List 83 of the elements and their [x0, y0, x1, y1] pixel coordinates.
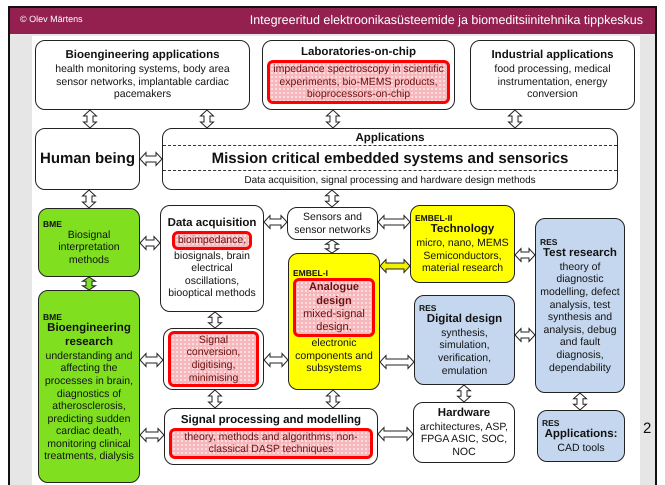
group-tag: EMBEL-II — [415, 213, 452, 224]
process-box — [470, 40, 635, 110]
node-heading: Digital design — [426, 313, 502, 327]
double-arrow — [199, 109, 215, 129]
node-text: CAD tools — [557, 442, 605, 454]
process-box — [35, 128, 140, 190]
highlighted-text: impedance spectroscopy in scientific experiments, bio-MEMS products, bioprocessors-on-chip — [267, 60, 450, 104]
process-box — [287, 207, 378, 240]
node-text: health monitoring systems, body area sensor networks, implantable cardiac pacemakers — [54, 63, 231, 101]
node-text: biosignals, brain electrical oscillations, biooptical methods — [167, 250, 257, 300]
double-arrow — [325, 109, 341, 129]
double-arrow — [82, 109, 98, 129]
node-text: Mission critical embedded systems and sensorics — [163, 145, 617, 171]
double-arrow — [263, 214, 288, 230]
page-number: 2 — [643, 420, 652, 437]
process-box — [413, 402, 515, 463]
group-tag: BME — [43, 218, 62, 229]
double-arrow — [377, 426, 414, 442]
double-arrow — [139, 235, 161, 251]
process-box — [288, 253, 380, 390]
copyright-note: © Olev Märtens — [20, 14, 83, 24]
double-arrow — [139, 352, 164, 368]
node-heading: Laboratories-on-chip — [300, 46, 416, 60]
node-heading: Data acquisition — [168, 217, 256, 231]
group-tag: RES — [542, 418, 560, 428]
group-tag: RES — [540, 236, 558, 248]
node-text: Sensors and sensor networks — [293, 210, 372, 236]
process-box — [410, 205, 515, 283]
double-arrow — [456, 384, 472, 403]
node-text: electronic components and subsystems — [294, 337, 374, 375]
double-arrow — [207, 311, 223, 329]
process-box — [35, 40, 250, 110]
double-arrow — [80, 276, 98, 291]
double-arrow — [139, 427, 165, 443]
highlighted-text: Signal conversion, digitising, minimising — [168, 330, 259, 388]
group-tag: BME — [43, 312, 62, 322]
process-box — [160, 205, 264, 312]
double-arrow — [572, 392, 588, 411]
slide-title: Integreeritud elektroonikasüsteemide ja biomeditsiinitehnika tippkeskus — [250, 13, 643, 27]
process-box — [535, 218, 625, 393]
process-box — [38, 290, 140, 483]
highlighted-text: Analogue design mixed-signal design, — [293, 278, 375, 338]
group-tag: EMBEL-I — [293, 268, 328, 278]
node-text: theory of diagnostic modelling, defect analysis, test synthesis and analysis, debug and fault diagnosis, dependability — [540, 260, 620, 374]
double-arrow — [325, 389, 341, 409]
node-text: Biosignal interpretation methods — [57, 228, 121, 266]
process-box — [164, 408, 378, 465]
node-heading: Human being — [40, 150, 135, 168]
double-arrow — [514, 247, 536, 263]
node-heading: Bioengineering applications — [66, 49, 220, 63]
node-heading: Signal processing and modelling — [180, 414, 362, 428]
double-arrow — [207, 389, 223, 409]
node-heading: Bioengineering research — [46, 322, 132, 350]
node-text: architectures, ASP, FPGA ASIC, SOC, NOC — [419, 420, 509, 458]
process-box — [537, 410, 625, 462]
double-arrow — [324, 239, 340, 254]
highlighted-text: theory, methods and algorithms, non-classical DASP techniques — [169, 428, 373, 459]
double-arrow — [81, 189, 97, 209]
node-heading: Technology — [430, 223, 494, 238]
node-text: micro, nano, MEMS Semiconductors, material research — [415, 237, 510, 275]
node-heading: Hardware — [438, 406, 490, 420]
node-heading: Industrial applications — [491, 49, 614, 63]
double-arrow — [379, 258, 411, 274]
process-box — [262, 40, 455, 110]
node-heading: Applications — [354, 131, 426, 145]
double-arrow — [377, 214, 411, 230]
node-text: food processing, medical instrumentation, energy conversion — [493, 63, 612, 101]
group-tag: RES — [419, 302, 436, 313]
node-heading: Applications: — [544, 428, 618, 442]
node-heading: Test research — [543, 247, 617, 261]
process-box — [38, 208, 140, 277]
double-arrow — [263, 352, 289, 368]
node-text: understanding and affecting the processes in brain, diagnostics of atherosclerosis, predicting sudden cardiac death, monitoring clinical treatments, dialysis — [43, 350, 135, 464]
process-box — [414, 295, 515, 385]
double-arrow — [324, 189, 340, 208]
double-arrow — [514, 327, 536, 343]
double-arrow — [379, 354, 415, 370]
node-text: synthesis, simulation, verification, emulation — [436, 326, 492, 378]
process-box — [162, 128, 618, 190]
double-arrow — [507, 109, 523, 129]
node-text: Data acquisition, signal processing and hardware design methods — [243, 174, 537, 188]
double-arrow — [139, 151, 163, 167]
highlighted-text: bioimpedance, — [172, 230, 252, 250]
